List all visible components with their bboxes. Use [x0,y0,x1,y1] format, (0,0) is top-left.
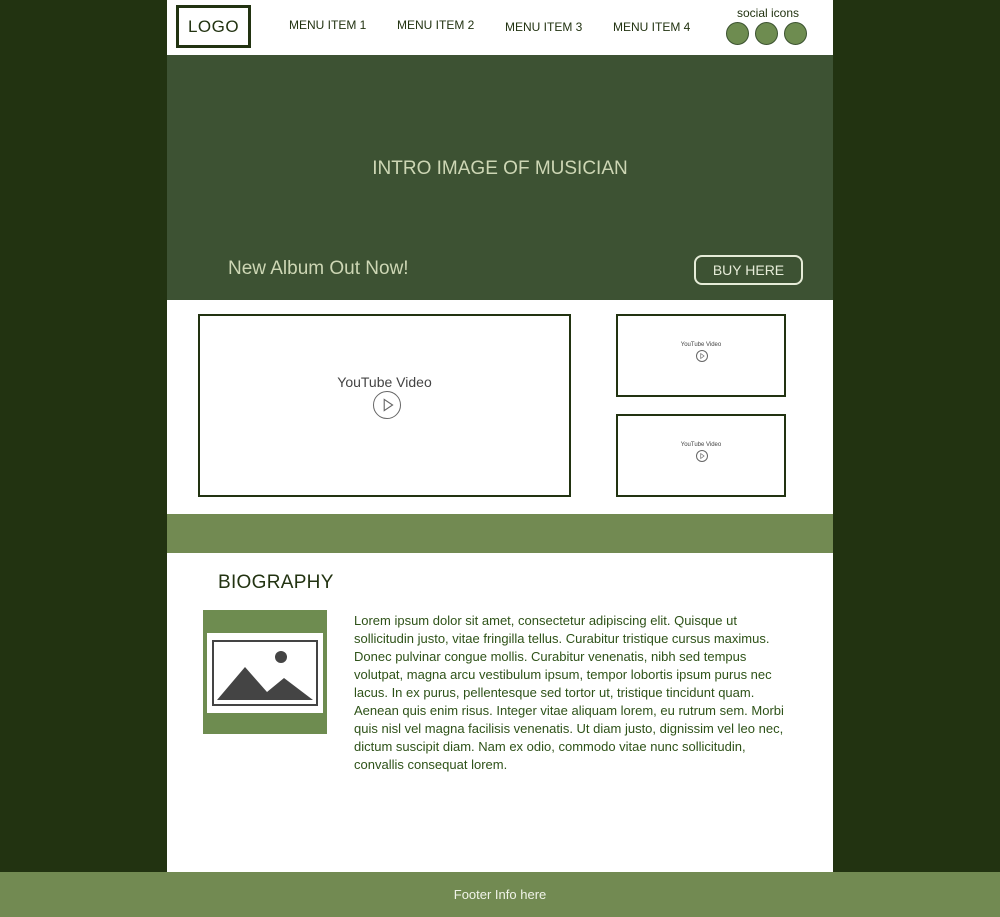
footer: Footer Info here [0,872,1000,917]
hero-album-announcement: New Album Out Now! [228,258,409,279]
biography-heading: BIOGRAPHY [218,572,334,593]
footer-text: Footer Info here [453,887,547,902]
logo-text: LOGO [187,16,240,36]
image-placeholder-frame [207,633,323,713]
hero-intro-text: INTRO IMAGE OF MUSICIAN [372,158,628,179]
page-container: LOGO MENU ITEM 1 MENU ITEM 2 MENU ITEM 3… [167,0,833,872]
video-label: YouTube Video [337,374,432,390]
video-label: YouTube Video [680,442,722,448]
social-icons-label: social icons [737,6,800,20]
play-icon[interactable] [696,350,708,362]
social-icon-3[interactable] [784,22,807,45]
youtube-video-small-1[interactable]: YouTube Video [616,314,786,397]
image-placeholder-icon [212,640,318,706]
nav-menu-item-3[interactable]: MENU ITEM 3 [505,20,583,34]
video-label: YouTube Video [680,342,722,348]
play-icon[interactable] [696,450,708,462]
section-divider-band [167,514,833,553]
buy-here-button[interactable]: BUY HERE [694,255,803,285]
youtube-video-main[interactable]: YouTube Video [198,314,571,497]
nav-menu-item-2[interactable]: MENU ITEM 2 [397,18,475,32]
logo[interactable]: LOGO [176,5,251,48]
play-icon[interactable] [373,391,401,419]
biography-image [203,610,327,734]
nav-menu-item-4[interactable]: MENU ITEM 4 [613,20,691,34]
nav-menu-item-1[interactable]: MENU ITEM 1 [289,18,367,32]
hero-banner: INTRO IMAGE OF MUSICIAN New Album Out No… [167,55,833,300]
social-icon-1[interactable] [726,22,749,45]
social-icon-2[interactable] [755,22,778,45]
biography-text: Lorem ipsum dolor sit amet, consectetur … [354,613,784,772]
youtube-video-small-2[interactable]: YouTube Video [616,414,786,497]
